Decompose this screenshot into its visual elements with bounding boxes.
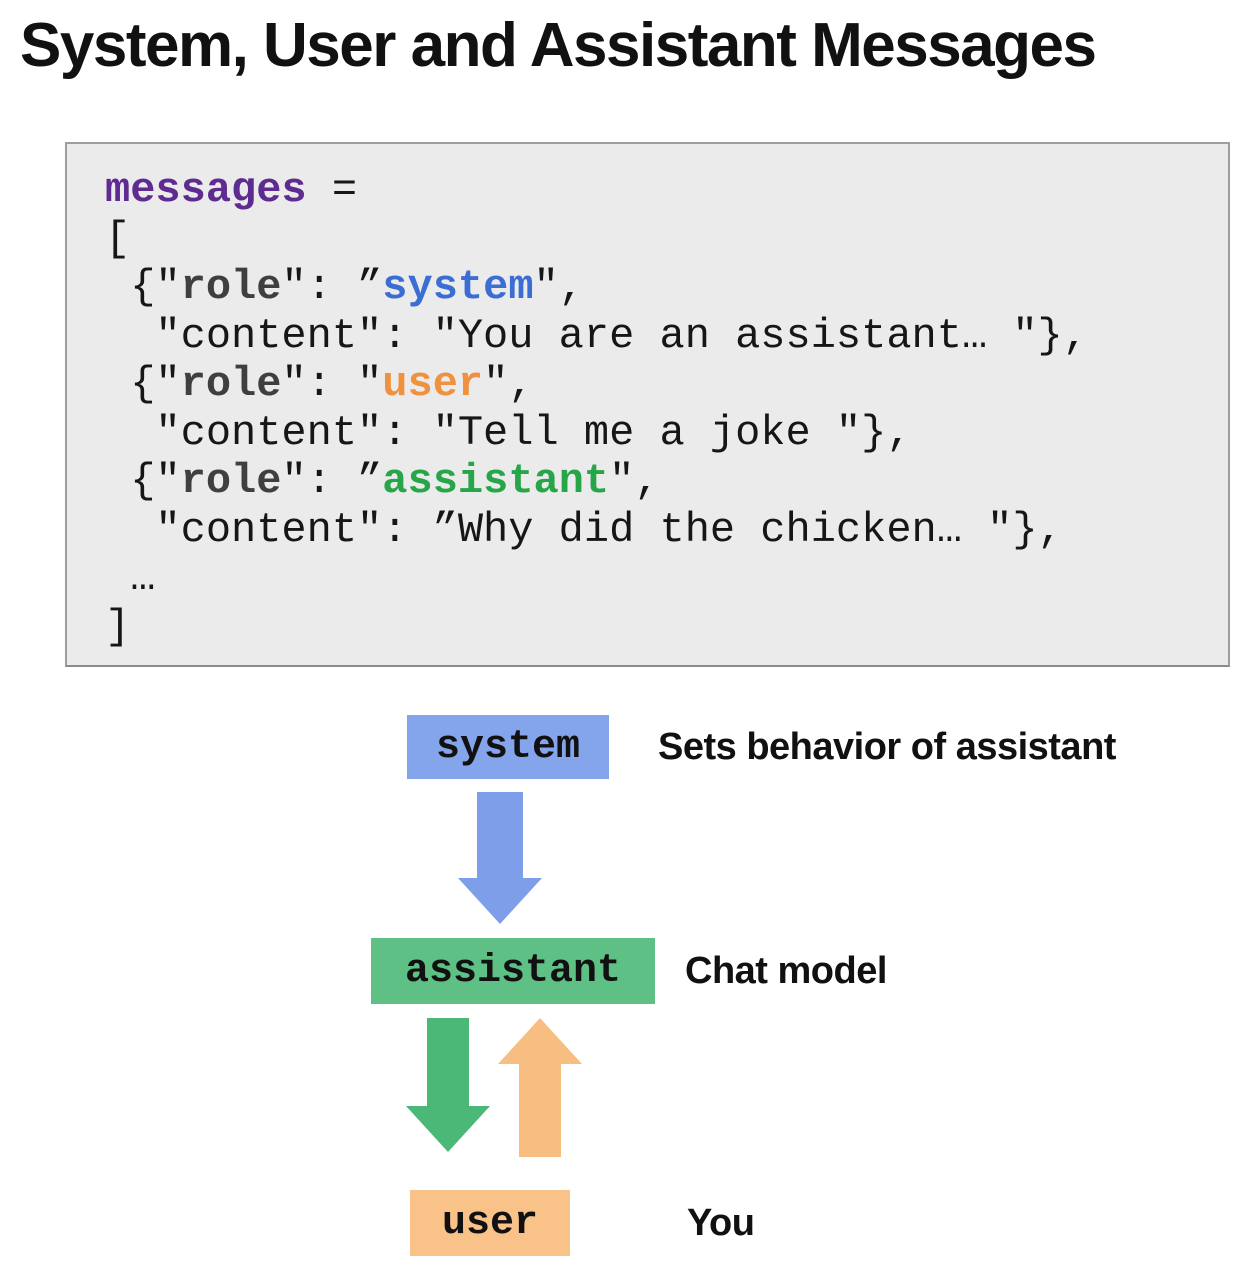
code-sep: ":: [281, 457, 358, 505]
code-quote: ": [357, 360, 383, 408]
code-line-role-user: {"role": "user",: [105, 360, 1228, 409]
code-line-messages: messages =: [105, 166, 1228, 215]
code-line-role-assistant: {"role": ”assistant",: [105, 457, 1228, 506]
code-close: ",: [533, 263, 584, 311]
code-role-key: role: [180, 457, 282, 505]
user-box: user: [410, 1190, 570, 1256]
assistant-caption: Chat model: [685, 949, 887, 992]
code-role-value-system: system: [382, 263, 534, 311]
system-box: system: [407, 715, 609, 779]
code-block: messages = [ {"role": ”system", "content…: [65, 142, 1230, 667]
code-line-content-user: "content": "Tell me a joke "},: [105, 408, 912, 457]
assistant-to-user-arrow-icon: [406, 1018, 490, 1152]
code-brace: {": [105, 360, 181, 408]
system-box-label: system: [435, 724, 581, 770]
page-title: System, User and Assistant Messages: [20, 11, 1097, 80]
code-var-messages: messages: [105, 166, 307, 214]
code-close: ",: [483, 360, 534, 408]
code-sep: ":: [281, 263, 358, 311]
code-line-ellipsis: …: [105, 554, 156, 602]
code-open-bracket: [: [105, 214, 131, 263]
code-role-key: role: [180, 263, 282, 311]
system-caption: Sets behavior of assistant: [658, 725, 1116, 768]
code-line-open-bracket: [: [105, 215, 1228, 264]
code-quote: ”: [357, 263, 383, 311]
code-role-value-assistant: assistant: [382, 457, 610, 505]
code-line-content-system: "content": "You are an assistant… "},: [105, 311, 1088, 360]
code-line-content-assistant: "content": ”Why did the chicken… "},: [105, 505, 1063, 554]
code-sep: ":: [281, 360, 358, 408]
code-role-value-user: user: [382, 360, 484, 408]
code-assign: =: [306, 166, 358, 214]
assistant-box: assistant: [371, 938, 655, 1004]
assistant-box-label: assistant: [404, 948, 622, 994]
system-to-assistant-arrow-icon: [458, 792, 542, 924]
code-close: ",: [609, 457, 660, 505]
user-caption: You: [687, 1201, 755, 1244]
code-quote: ”: [357, 457, 383, 505]
code-line-role-system: {"role": ”system",: [105, 263, 1228, 312]
code-brace: {": [105, 457, 181, 505]
user-box-label: user: [441, 1200, 538, 1246]
code-line-close-bracket: ]: [105, 602, 131, 651]
user-to-assistant-arrow-icon: [498, 1018, 582, 1157]
code-role-key: role: [180, 360, 282, 408]
code-brace: {": [105, 263, 181, 311]
